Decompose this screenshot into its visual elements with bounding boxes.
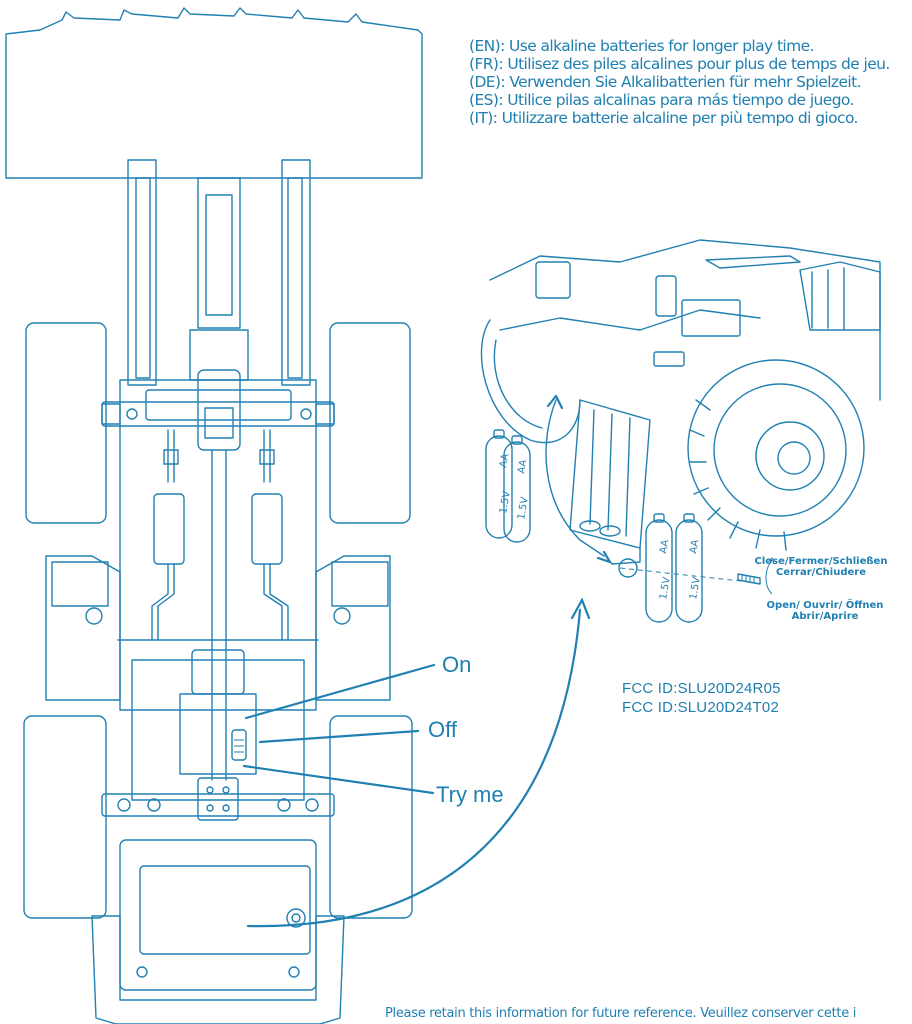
battery-note-en: (EN): Use alkaline batteries for longer … xyxy=(469,37,814,55)
arrow-head xyxy=(570,597,591,620)
close-label: Close/Fermer/Schließen Cerrar/Chiudere xyxy=(746,556,896,578)
loader-top-view xyxy=(5,7,423,1024)
switch-callouts xyxy=(242,663,436,795)
battery-voltage-label: 1.5V xyxy=(498,490,513,514)
battery-voltage-label: 1.5V xyxy=(658,576,673,600)
battery-install-illustration: 1.5V AA 1.5V AA 1.5V AA 1.5V AA xyxy=(480,239,881,623)
switch-label-try-me: Try me xyxy=(436,782,504,807)
footer-note: Please retain this information for futur… xyxy=(385,1006,857,1021)
open-label: Open/ Ouvrir/ Öffnen Abrir/Aprire xyxy=(750,600,900,622)
battery-compartment-rear xyxy=(119,839,317,991)
rear-left-tire xyxy=(23,715,107,919)
aa-battery xyxy=(503,435,531,543)
battery-voltage-label: 1.5V xyxy=(516,496,531,520)
callout-line-off xyxy=(258,729,420,744)
aa-battery xyxy=(485,429,513,539)
battery-voltage-label: 1.5V xyxy=(688,576,703,600)
callout-line-on xyxy=(244,663,436,720)
battery-size-label: AA xyxy=(498,453,511,469)
close-rotation-icon xyxy=(765,559,773,595)
battery-note-es: (ES): Utilice pilas alcalinas para más t… xyxy=(469,91,854,109)
close-label-line-2: Cerrar/Chiudere xyxy=(776,567,866,578)
battery-size-label: AA xyxy=(688,539,701,555)
battery-note-it: (IT): Utilizzare batterie alcaline per p… xyxy=(469,109,858,127)
battery-note-fr: (FR): Utilisez des piles alcalines pour … xyxy=(469,55,890,73)
front-left-tire xyxy=(25,322,107,524)
open-label-line-1: Open/ Ouvrir/ Öffnen xyxy=(766,600,884,611)
loader-bucket xyxy=(5,7,423,179)
callout-line-try-me xyxy=(242,764,435,795)
front-right-tire xyxy=(329,322,411,524)
battery-size-label: AA xyxy=(658,539,671,555)
power-switch xyxy=(231,729,247,761)
fcc-id-1: FCC ID:SLU20D24R05 xyxy=(622,680,781,697)
screw-icon xyxy=(737,573,761,585)
battery-note-de: (DE): Verwenden Sie Alkalibatterien für … xyxy=(469,73,862,91)
aa-battery xyxy=(675,513,703,623)
aa-battery xyxy=(645,513,673,623)
close-label-line-1: Close/Fermer/Schließen xyxy=(754,556,888,567)
switch-label-on: On xyxy=(442,652,472,677)
loader-wheel xyxy=(687,359,865,537)
loader-body xyxy=(119,379,317,711)
open-label-line-2: Abrir/Aprire xyxy=(791,611,859,622)
fcc-id-2: FCC ID:SLU20D24T02 xyxy=(622,699,779,716)
callout-line-battery xyxy=(246,608,582,928)
battery-size-label: AA xyxy=(516,459,529,475)
switch-label-off: Off xyxy=(428,717,457,742)
rear-right-tire xyxy=(329,715,413,919)
